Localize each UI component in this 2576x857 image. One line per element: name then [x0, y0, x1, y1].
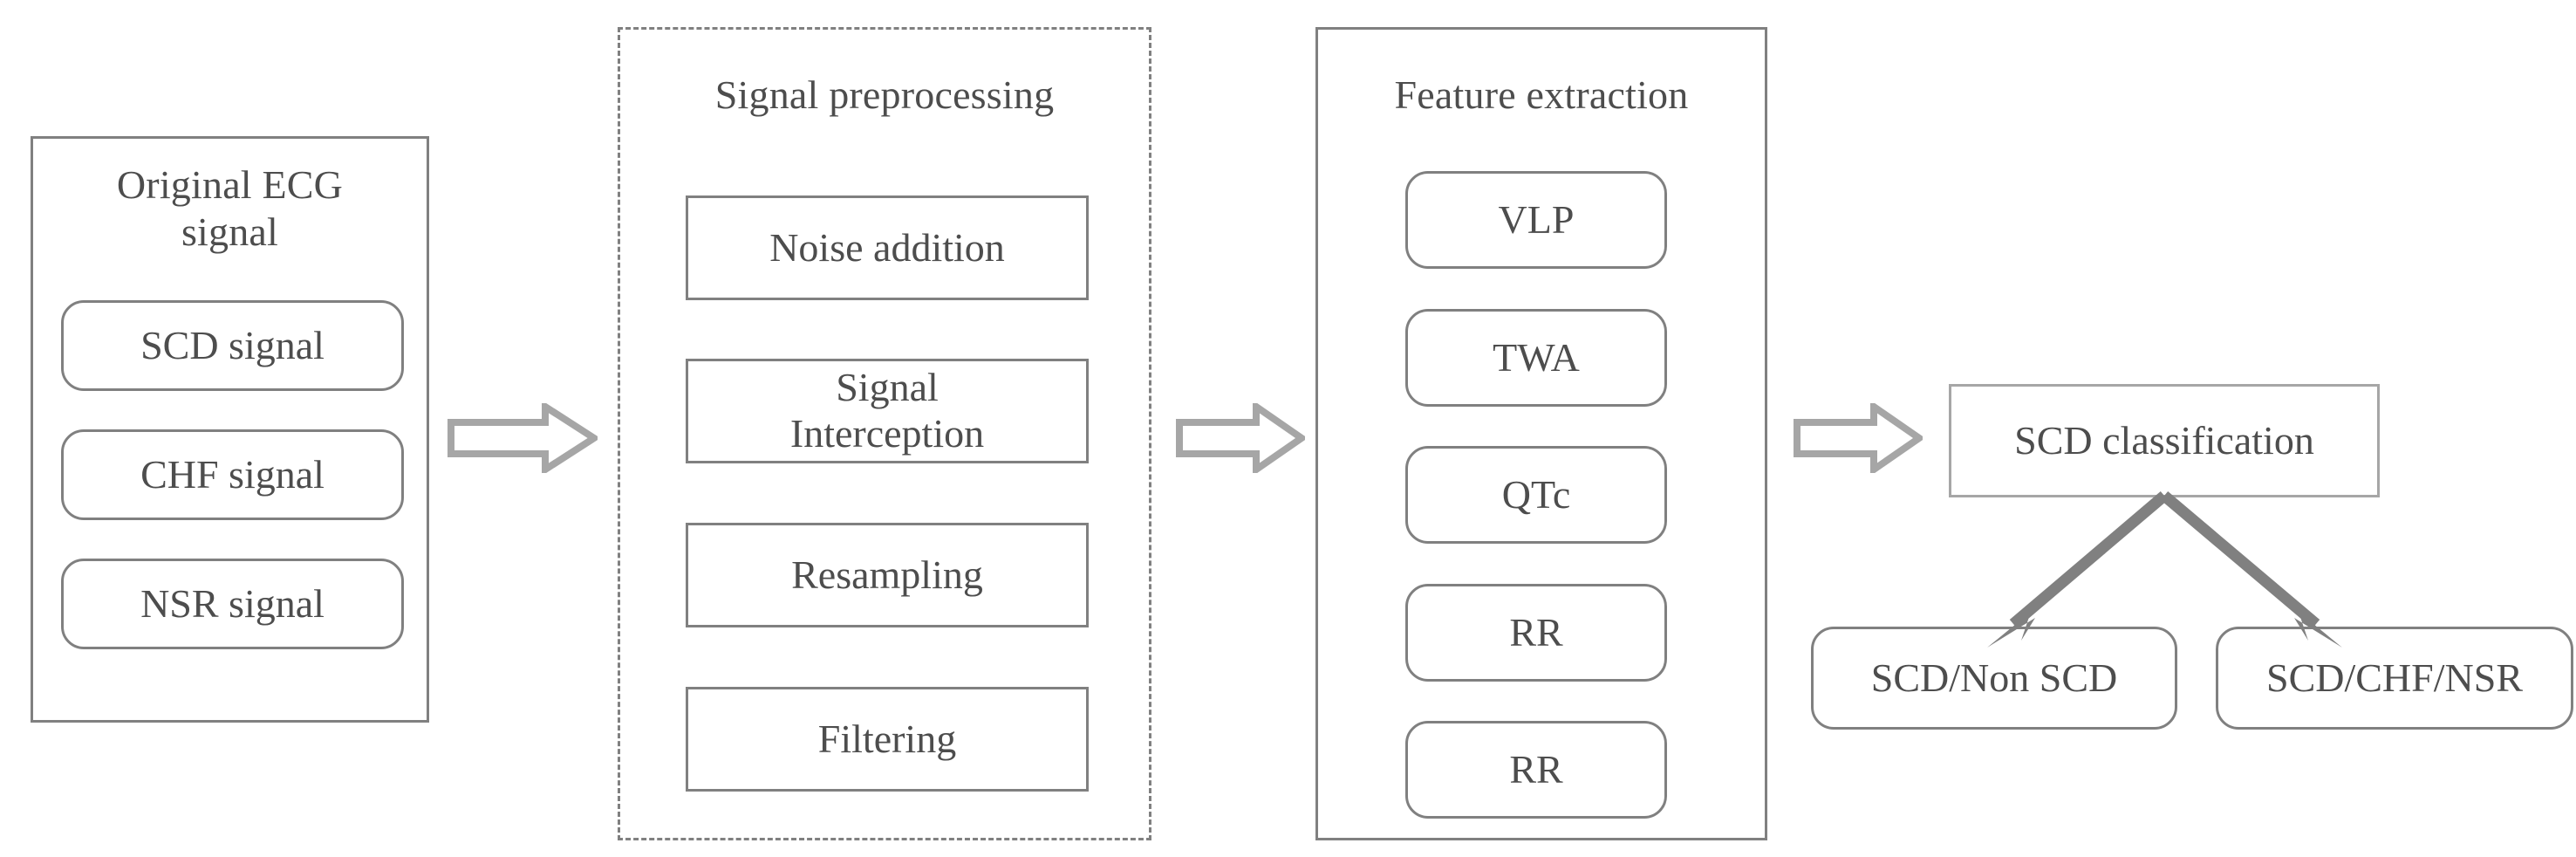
stage-title-signal-preprocessing: Signal preprocessing	[714, 72, 1055, 117]
arrow-classification-branches-icon	[1784, 489, 2395, 655]
stage-title-feature-extraction: Feature extraction	[1394, 72, 1689, 117]
stage-title-original-ecg-signal: Original ECG signal	[116, 162, 344, 255]
arrow-preprocessing-to-features-icon	[1176, 403, 1305, 473]
node-twa[interactable]: TWA	[1405, 309, 1667, 407]
node-nsr-signal[interactable]: NSR signal	[61, 559, 404, 649]
node-scd-chf-nsr[interactable]: SCD/CHF/NSR	[2216, 627, 2573, 730]
node-scd-non-scd[interactable]: SCD/Non SCD	[1811, 627, 2177, 730]
arrow-original-to-preprocessing-icon	[448, 403, 598, 473]
node-filtering[interactable]: Filtering	[686, 687, 1089, 792]
stage-original-ecg-signal: Original ECG signal SCD signal CHF signa…	[31, 136, 429, 723]
node-signal-interception[interactable]: Signal Interception	[686, 359, 1089, 463]
node-noise-addition[interactable]: Noise addition	[686, 195, 1089, 300]
stage-feature-extraction: Feature extraction VLP TWA QTc RR RR	[1315, 27, 1767, 840]
arrow-features-to-classification-icon	[1794, 403, 1923, 473]
node-scd-classification[interactable]: SCD classification	[1949, 384, 2380, 497]
node-qtc[interactable]: QTc	[1405, 446, 1667, 544]
node-scd-signal[interactable]: SCD signal	[61, 300, 404, 391]
node-rr-2[interactable]: RR	[1405, 721, 1667, 819]
node-chf-signal[interactable]: CHF signal	[61, 429, 404, 520]
node-resampling[interactable]: Resampling	[686, 523, 1089, 627]
stage-signal-preprocessing: Signal preprocessing Noise addition Sign…	[618, 27, 1151, 840]
node-vlp[interactable]: VLP	[1405, 171, 1667, 269]
node-rr-1[interactable]: RR	[1405, 584, 1667, 682]
